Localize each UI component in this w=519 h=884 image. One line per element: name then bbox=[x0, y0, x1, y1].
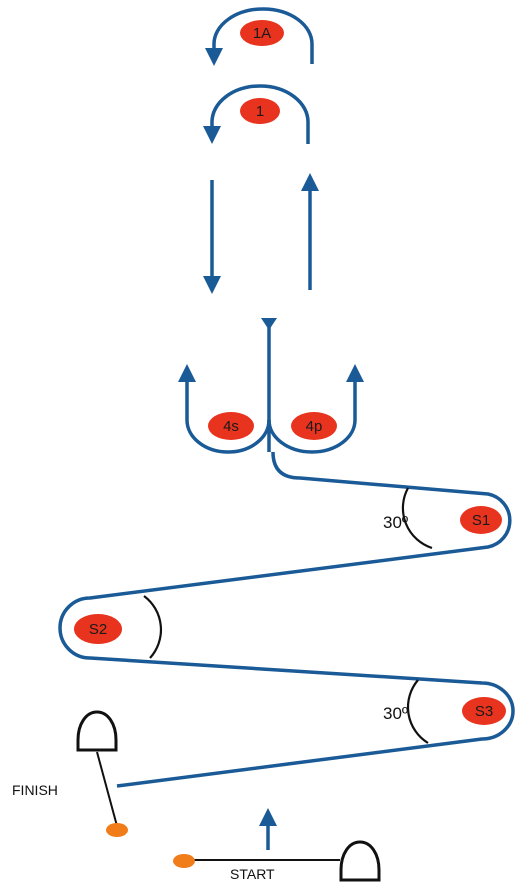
angle-arc-upper bbox=[401, 487, 433, 550]
mark-4s bbox=[208, 412, 254, 440]
mark-s1-label: S1 bbox=[472, 512, 490, 529]
mark-s2-label: S2 bbox=[89, 621, 107, 638]
angle-label-upper: 30º bbox=[383, 513, 408, 532]
mark-s3 bbox=[462, 697, 506, 725]
finish-line: FINISH bbox=[12, 710, 128, 837]
gate-4p-loop bbox=[267, 382, 357, 454]
mark-1-label: 1 bbox=[256, 103, 264, 120]
finish-line-segment bbox=[96, 751, 118, 827]
mark-s3-label: S3 bbox=[475, 703, 493, 720]
loop-1a-arrowhead bbox=[205, 48, 223, 66]
mark-4p-label: 4p bbox=[306, 418, 323, 435]
down-leg-arrow bbox=[203, 180, 221, 294]
gate-4s-arrowhead bbox=[178, 364, 196, 382]
gate-4s-4p: 4s 4p bbox=[178, 318, 364, 454]
loop-1a-path bbox=[212, 7, 314, 64]
gate-center-marker bbox=[261, 318, 277, 330]
mark-1a bbox=[240, 20, 284, 46]
start-direction-arrow bbox=[259, 808, 277, 850]
mark-1-loop: 1 bbox=[203, 84, 310, 144]
start-label: START bbox=[230, 866, 275, 882]
angle-arc-s2 bbox=[143, 595, 163, 659]
gate-4s-loop bbox=[185, 382, 271, 454]
mark-4p bbox=[291, 412, 337, 440]
slalom-route bbox=[58, 451, 515, 788]
mark-s1 bbox=[460, 506, 502, 534]
mark-1a-label: 1A bbox=[253, 25, 271, 42]
start-arrowhead bbox=[259, 808, 277, 826]
finish-buoy-icon bbox=[106, 823, 128, 837]
gate-4p-arrowhead bbox=[346, 364, 364, 382]
angle-arc-lower bbox=[406, 679, 429, 744]
start-line: START bbox=[173, 840, 381, 882]
finish-label: FINISH bbox=[12, 782, 58, 798]
loop-1-arrowhead bbox=[203, 126, 221, 144]
up-arrowhead bbox=[301, 173, 319, 191]
mark-1 bbox=[240, 98, 280, 124]
start-buoy-icon bbox=[173, 854, 195, 868]
start-boat-icon bbox=[339, 840, 381, 882]
loop-1-path bbox=[210, 84, 310, 144]
finish-boat-icon bbox=[76, 710, 118, 752]
mark-1a-loop: 1A bbox=[205, 7, 314, 66]
up-leg-arrow bbox=[301, 173, 319, 290]
mark-4s-label: 4s bbox=[223, 418, 239, 435]
mark-s2 bbox=[74, 614, 122, 644]
down-arrowhead bbox=[203, 276, 221, 294]
angle-label-lower: 30º bbox=[383, 704, 408, 723]
